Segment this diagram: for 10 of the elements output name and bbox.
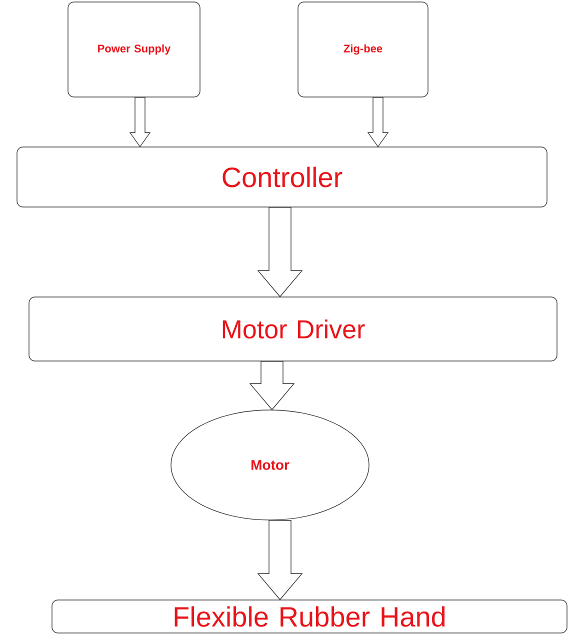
block-box: Controller <box>16 146 548 208</box>
block-arrow <box>129 97 151 148</box>
block-arrow <box>257 207 303 298</box>
block-arrow <box>257 520 303 600</box>
block-box: Flexible Rubber Hand <box>52 600 568 634</box>
block-arrow <box>249 361 295 410</box>
block-box: Zig-bee <box>298 2 428 98</box>
block-box: Power Supply <box>68 2 200 98</box>
block-arrow <box>367 97 389 148</box>
block-box: Motor Driver <box>28 296 558 362</box>
